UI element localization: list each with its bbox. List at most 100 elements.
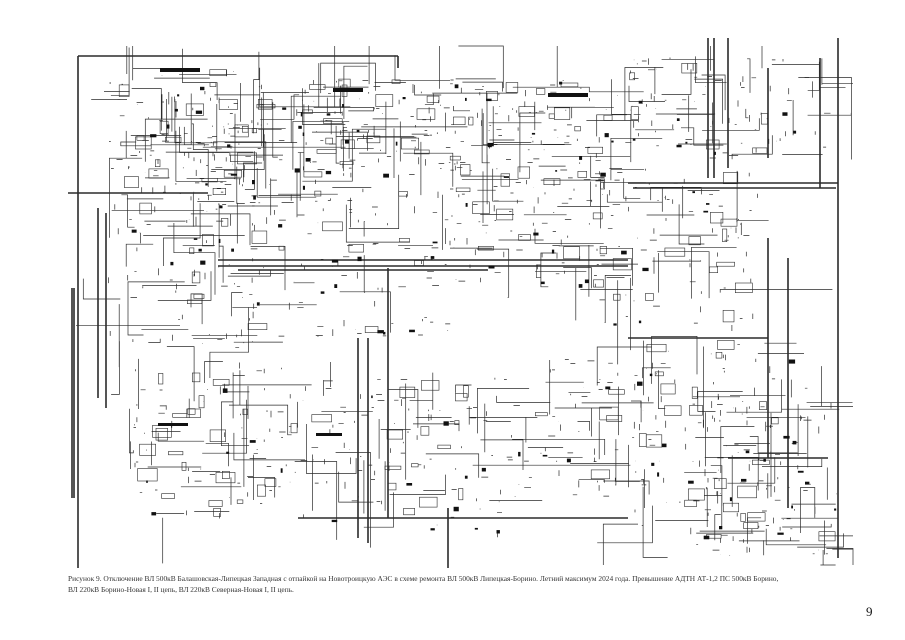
filled-mark: [280, 468, 283, 473]
substation-node: [242, 126, 249, 133]
filled-mark: [486, 98, 492, 102]
substation-node: [500, 173, 510, 187]
filled-mark: [406, 483, 413, 486]
substation-node: [752, 147, 768, 154]
substation-node: [242, 408, 248, 415]
substation-node: [419, 496, 438, 508]
substation-node: [818, 531, 836, 542]
substation-node: [338, 78, 351, 88]
substation-node: [664, 247, 686, 257]
substation-node: [518, 234, 531, 241]
filled-mark: [782, 112, 788, 116]
filled-mark: [131, 229, 137, 233]
substation-node: [155, 427, 168, 441]
substation-node: [743, 522, 759, 530]
substation-node: [181, 461, 187, 471]
substation-node: [710, 212, 724, 224]
substation-node: [638, 433, 647, 447]
substation-node: [553, 107, 571, 120]
filled-mark: [481, 467, 486, 472]
substation-node: [496, 208, 514, 221]
filled-mark: [555, 170, 558, 172]
substation-node: [606, 415, 623, 422]
substation-node: [148, 168, 169, 179]
substation-node: [455, 187, 471, 193]
filled-mark: [302, 132, 305, 136]
substation-node: [212, 188, 227, 196]
filled-mark: [518, 451, 521, 457]
substation-node: [646, 343, 667, 353]
filled-mark: [305, 158, 311, 162]
filled-mark: [604, 133, 609, 138]
filled-mark: [193, 238, 198, 240]
filled-mark: [357, 256, 362, 262]
substation-node: [536, 264, 541, 278]
substation-node: [221, 218, 229, 227]
label-bar: [158, 423, 188, 426]
filled-mark: [177, 94, 180, 97]
substation-node: [311, 414, 332, 423]
substation-node: [191, 271, 201, 284]
label-bar: [333, 88, 363, 92]
substation-node: [722, 309, 735, 323]
filled-mark: [657, 472, 660, 477]
substation-node: [400, 137, 419, 150]
substation-node: [771, 417, 779, 425]
filled-mark: [464, 475, 468, 479]
filled-mark: [453, 506, 459, 512]
substation-node: [309, 84, 326, 90]
substation-node: [215, 472, 236, 484]
grid-schematic-diagram: [68, 38, 854, 568]
substation-node: [375, 94, 394, 107]
substation-node: [223, 170, 242, 178]
substation-node: [716, 261, 735, 267]
filled-mark: [745, 450, 750, 454]
substation-node: [664, 405, 682, 416]
filled-mark: [200, 260, 206, 265]
filled-mark: [792, 440, 797, 445]
filled-mark: [496, 530, 500, 534]
substation-node: [534, 412, 548, 417]
substation-node: [717, 339, 735, 350]
filled-mark: [334, 284, 338, 288]
substation-node: [366, 135, 381, 144]
substation-node: [734, 282, 753, 293]
substation-node: [139, 202, 152, 215]
filled-mark: [219, 205, 223, 209]
substation-node: [322, 221, 343, 232]
substation-node: [187, 299, 203, 305]
substation-node: [599, 406, 619, 421]
substation-node: [600, 178, 605, 190]
substation-node: [339, 161, 354, 165]
substation-node: [303, 171, 323, 178]
substation-node: [715, 351, 723, 359]
substation-node: [660, 383, 676, 395]
substation-node: [247, 323, 268, 330]
substation-node: [416, 108, 436, 120]
substation-node: [505, 82, 519, 93]
substation-node: [198, 395, 205, 409]
substation-node: [574, 126, 581, 132]
filled-mark: [540, 281, 545, 285]
filled-mark: [621, 250, 627, 255]
filled-mark: [205, 183, 208, 186]
substation-node: [630, 106, 639, 120]
filled-mark: [465, 203, 468, 207]
substation-node: [222, 470, 230, 479]
filled-mark: [395, 141, 398, 146]
substation-node: [737, 485, 757, 499]
substation-node: [316, 149, 337, 154]
substation-node: [118, 84, 130, 97]
filled-mark: [706, 203, 710, 205]
filled-mark: [788, 359, 796, 364]
substation-node: [399, 238, 410, 243]
substation-node: [722, 228, 728, 242]
substation-node: [477, 246, 494, 251]
filled-mark: [542, 454, 548, 457]
substation-node: [543, 178, 561, 185]
substation-node: [208, 500, 223, 507]
filled-mark: [649, 373, 653, 377]
filled-mark: [222, 388, 228, 393]
substation-node: [437, 444, 451, 450]
substation-node: [426, 95, 440, 103]
